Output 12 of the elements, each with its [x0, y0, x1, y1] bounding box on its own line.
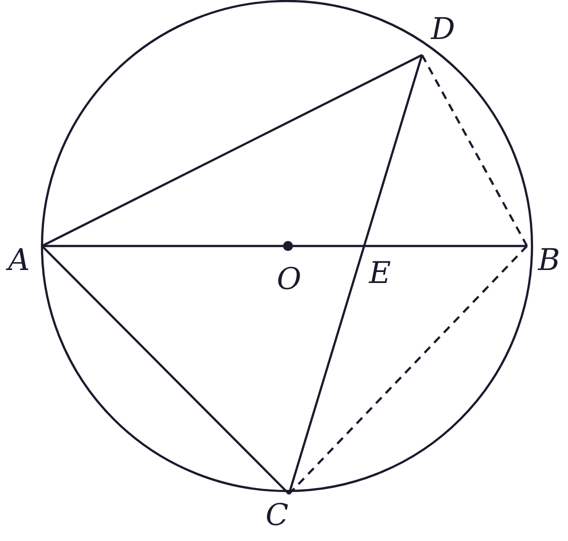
point-label: D — [428, 14, 458, 46]
point-label: A — [4, 245, 34, 277]
point-label: B — [534, 245, 564, 277]
point-label: O — [276, 264, 302, 296]
line-segment — [288, 54, 424, 494]
point-label: C — [262, 500, 292, 532]
line-segment — [41, 245, 290, 495]
line-segment — [42, 54, 422, 247]
line-segment — [42, 244, 527, 248]
dashed-line-segment — [288, 245, 528, 495]
point-label: E — [368, 258, 392, 290]
dashed-line-segment — [421, 54, 528, 247]
